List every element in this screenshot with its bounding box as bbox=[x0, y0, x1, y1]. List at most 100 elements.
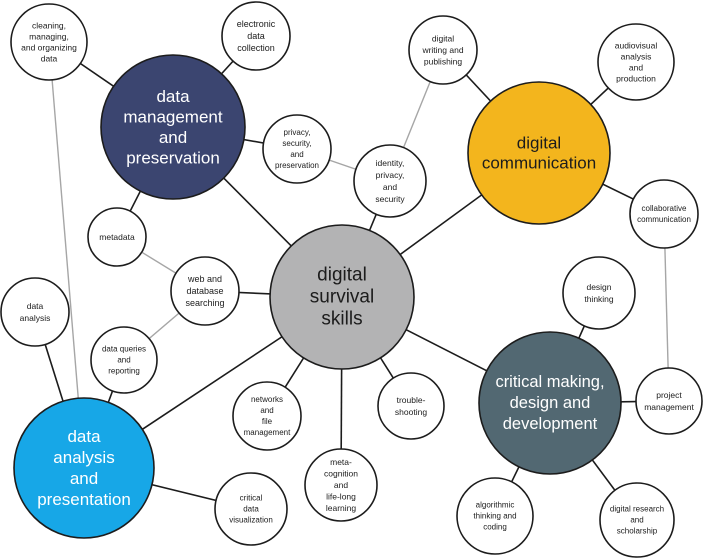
node-label-data-queries-line-1: data queries bbox=[102, 345, 146, 354]
node-circle-networks bbox=[232, 381, 302, 451]
node-data-queries: data queries and reporting bbox=[90, 326, 158, 394]
node-design-thinking: design thinking bbox=[562, 256, 636, 330]
node-label-networks-line-3: file bbox=[262, 417, 273, 426]
node-label-digital-writing-line-2: writing and bbox=[421, 45, 463, 55]
node-label-design-thinking-line-1: design bbox=[586, 282, 611, 292]
node-circle-cleaning bbox=[10, 3, 88, 81]
node-label-networks-line-1: networks bbox=[251, 395, 283, 404]
node-label-center-line-2: survival bbox=[310, 287, 374, 308]
node-label-audiovisual-line-2: analysis bbox=[621, 52, 652, 62]
node-circle-digital-writing bbox=[408, 15, 478, 85]
node-label-data-analysis-skill-line-1: data bbox=[27, 301, 44, 311]
node-networks: networks and file management bbox=[232, 381, 302, 451]
node-label-identity-privacy-line-2: privacy, bbox=[376, 170, 405, 180]
node-circle-data-management bbox=[100, 54, 246, 200]
node-label-cleaning-line-4: data bbox=[41, 54, 58, 64]
node-label-collaborative-communication-line-1: collaborative bbox=[642, 204, 687, 213]
node-circle-digital-communication bbox=[467, 81, 611, 225]
node-circle-electronic-data-collection bbox=[221, 1, 291, 71]
node-label-digital-research-line-2: and bbox=[630, 516, 643, 525]
node-label-digital-writing-line-1: digital bbox=[432, 34, 454, 44]
node-circle-identity-privacy bbox=[353, 144, 427, 218]
node-label-identity-privacy-line-4: security bbox=[375, 194, 405, 204]
node-label-critical-visualization-line-1: critical bbox=[240, 494, 263, 503]
node-circle-center bbox=[269, 224, 415, 370]
node-label-cleaning-line-1: cleaning, bbox=[32, 21, 66, 31]
node-label-metadata-line-1: metadata bbox=[99, 232, 135, 242]
node-data-analysis-skill: data analysis bbox=[0, 277, 70, 347]
node-label-metacognition-line-2: cognition bbox=[324, 469, 358, 479]
node-label-metacognition-line-5: learning bbox=[326, 503, 357, 513]
node-label-data-analysis-skill-line-2: analysis bbox=[20, 313, 51, 323]
node-circle-data-queries bbox=[90, 326, 158, 394]
node-circle-metadata bbox=[87, 207, 147, 267]
node-label-algorithmic-line-1: algorithmic bbox=[476, 501, 515, 510]
node-label-critical-making-line-2: design and bbox=[510, 394, 591, 412]
node-metadata: metadata bbox=[87, 207, 147, 267]
node-label-troubleshooting-line-1: trouble- bbox=[397, 395, 426, 405]
node-project-management: project management bbox=[635, 367, 703, 435]
node-digital-research: digital research and scholarship bbox=[599, 482, 675, 558]
node-label-center-line-1: digital bbox=[317, 265, 367, 286]
node-label-data-management-line-1: data bbox=[156, 87, 190, 106]
node-label-privacy-preservation-line-1: privacy, bbox=[284, 128, 311, 137]
node-circle-data-analysis-skill bbox=[0, 277, 70, 347]
node-label-cleaning-line-2: managing, bbox=[29, 32, 69, 42]
node-label-data-queries-line-2: and bbox=[117, 356, 130, 365]
node-circle-design-thinking bbox=[562, 256, 636, 330]
node-label-data-analysis-line-4: presentation bbox=[37, 490, 131, 509]
node-label-data-analysis-line-2: analysis bbox=[53, 448, 114, 467]
node-label-troubleshooting-line-2: shooting bbox=[395, 407, 427, 417]
node-critical-making: critical making, design and development bbox=[478, 331, 622, 475]
node-circle-data-analysis bbox=[13, 397, 155, 539]
node-label-web-database-searching-line-3: searching bbox=[185, 298, 224, 308]
node-label-web-database-searching-line-2: database bbox=[186, 286, 223, 296]
node-label-identity-privacy-line-1: identity, bbox=[376, 158, 405, 168]
node-label-privacy-preservation-line-4: preservation bbox=[275, 161, 319, 170]
node-label-cleaning-line-3: and organizing bbox=[21, 43, 77, 53]
node-label-metacognition-line-1: meta- bbox=[330, 457, 352, 467]
node-label-project-management-line-2: management bbox=[644, 402, 694, 412]
node-label-data-management-line-3: and bbox=[159, 128, 187, 147]
node-label-privacy-preservation-line-2: security, bbox=[282, 139, 311, 148]
node-label-collaborative-communication-line-2: communication bbox=[637, 215, 691, 224]
node-label-critical-visualization-line-2: data bbox=[243, 505, 259, 514]
node-label-project-management-line-1: project bbox=[656, 390, 682, 400]
node-label-digital-research-line-1: digital research bbox=[610, 505, 664, 514]
node-label-digital-research-line-3: scholarship bbox=[617, 527, 658, 536]
node-data-analysis: data analysis and presentation bbox=[13, 397, 155, 539]
node-label-electronic-data-collection-line-1: electronic bbox=[237, 19, 276, 29]
node-label-networks-line-4: management bbox=[244, 428, 291, 437]
node-label-data-analysis-line-3: and bbox=[70, 469, 98, 488]
node-circle-algorithmic bbox=[456, 477, 534, 555]
node-troubleshooting: trouble-shooting bbox=[377, 372, 445, 440]
node-label-data-analysis-line-1: data bbox=[67, 427, 101, 446]
node-label-metacognition-line-3: and bbox=[334, 480, 348, 490]
node-label-data-management-line-2: management bbox=[123, 107, 223, 126]
node-label-design-thinking-line-2: thinking bbox=[584, 294, 614, 304]
node-label-digital-writing-line-3: publishing bbox=[424, 57, 463, 67]
node-label-networks-line-2: and bbox=[260, 406, 273, 415]
node-circle-audiovisual bbox=[597, 23, 675, 101]
node-circle-collaborative-communication bbox=[629, 179, 699, 249]
node-label-audiovisual-line-1: audiovisual bbox=[615, 41, 658, 51]
node-label-digital-communication-line-1: digital bbox=[517, 134, 561, 153]
node-label-critical-making-line-3: development bbox=[503, 415, 598, 433]
node-label-center-line-3: skills bbox=[321, 309, 362, 330]
node-label-audiovisual-line-4: production bbox=[616, 74, 656, 84]
node-collaborative-communication: collaborative communication bbox=[629, 179, 699, 249]
node-label-data-management-line-4: preservation bbox=[126, 148, 220, 167]
node-label-critical-making-line-1: critical making, bbox=[495, 373, 604, 391]
node-label-critical-visualization-line-3: visualization bbox=[229, 516, 273, 525]
node-label-data-queries-line-3: reporting bbox=[108, 367, 140, 376]
